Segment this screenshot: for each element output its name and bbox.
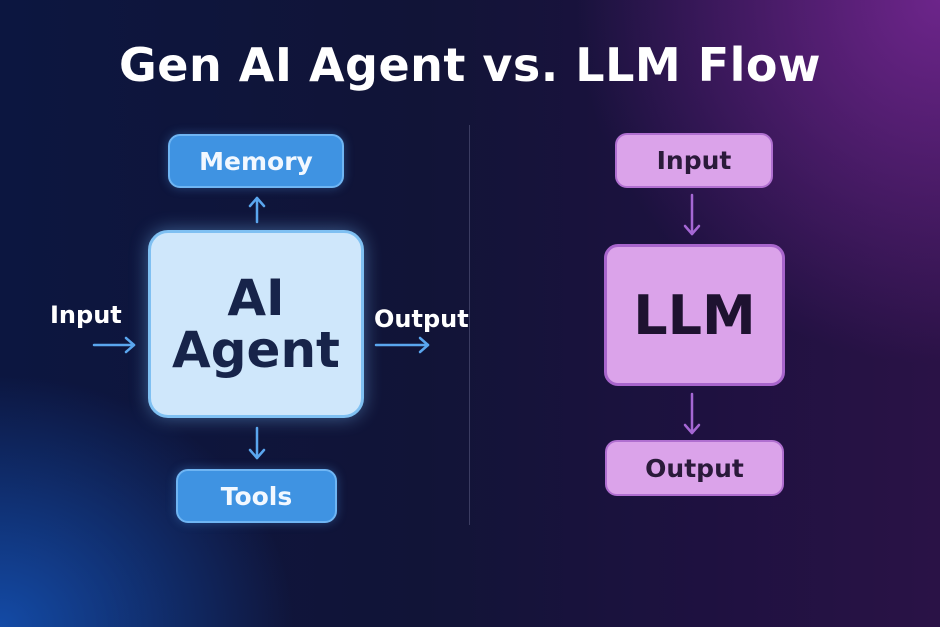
llm-node: LLM — [604, 244, 785, 386]
arrow-agent-to-memory — [248, 196, 266, 224]
arrow-llm-to-output — [683, 392, 701, 435]
llm-output-node: Output — [605, 440, 784, 496]
diagram-title: Gen AI Agent vs. LLM Flow — [119, 38, 821, 92]
ai-agent-label-line2: Agent — [172, 321, 340, 379]
agent-output-label: Output — [374, 305, 469, 333]
agent-input-label: Input — [50, 301, 122, 329]
ai-agent-label-line1: AI — [227, 269, 285, 327]
arrow-input-to-llm — [683, 193, 701, 236]
ai-agent-node: AI Agent — [148, 230, 364, 418]
arrow-agent-to-tools — [248, 426, 266, 460]
llm-input-node: Input — [615, 133, 773, 188]
arrow-input-to-agent — [92, 336, 136, 354]
memory-node: Memory — [168, 134, 344, 188]
arrow-agent-to-output — [374, 336, 430, 354]
tools-node: Tools — [176, 469, 337, 523]
center-divider — [469, 125, 470, 525]
